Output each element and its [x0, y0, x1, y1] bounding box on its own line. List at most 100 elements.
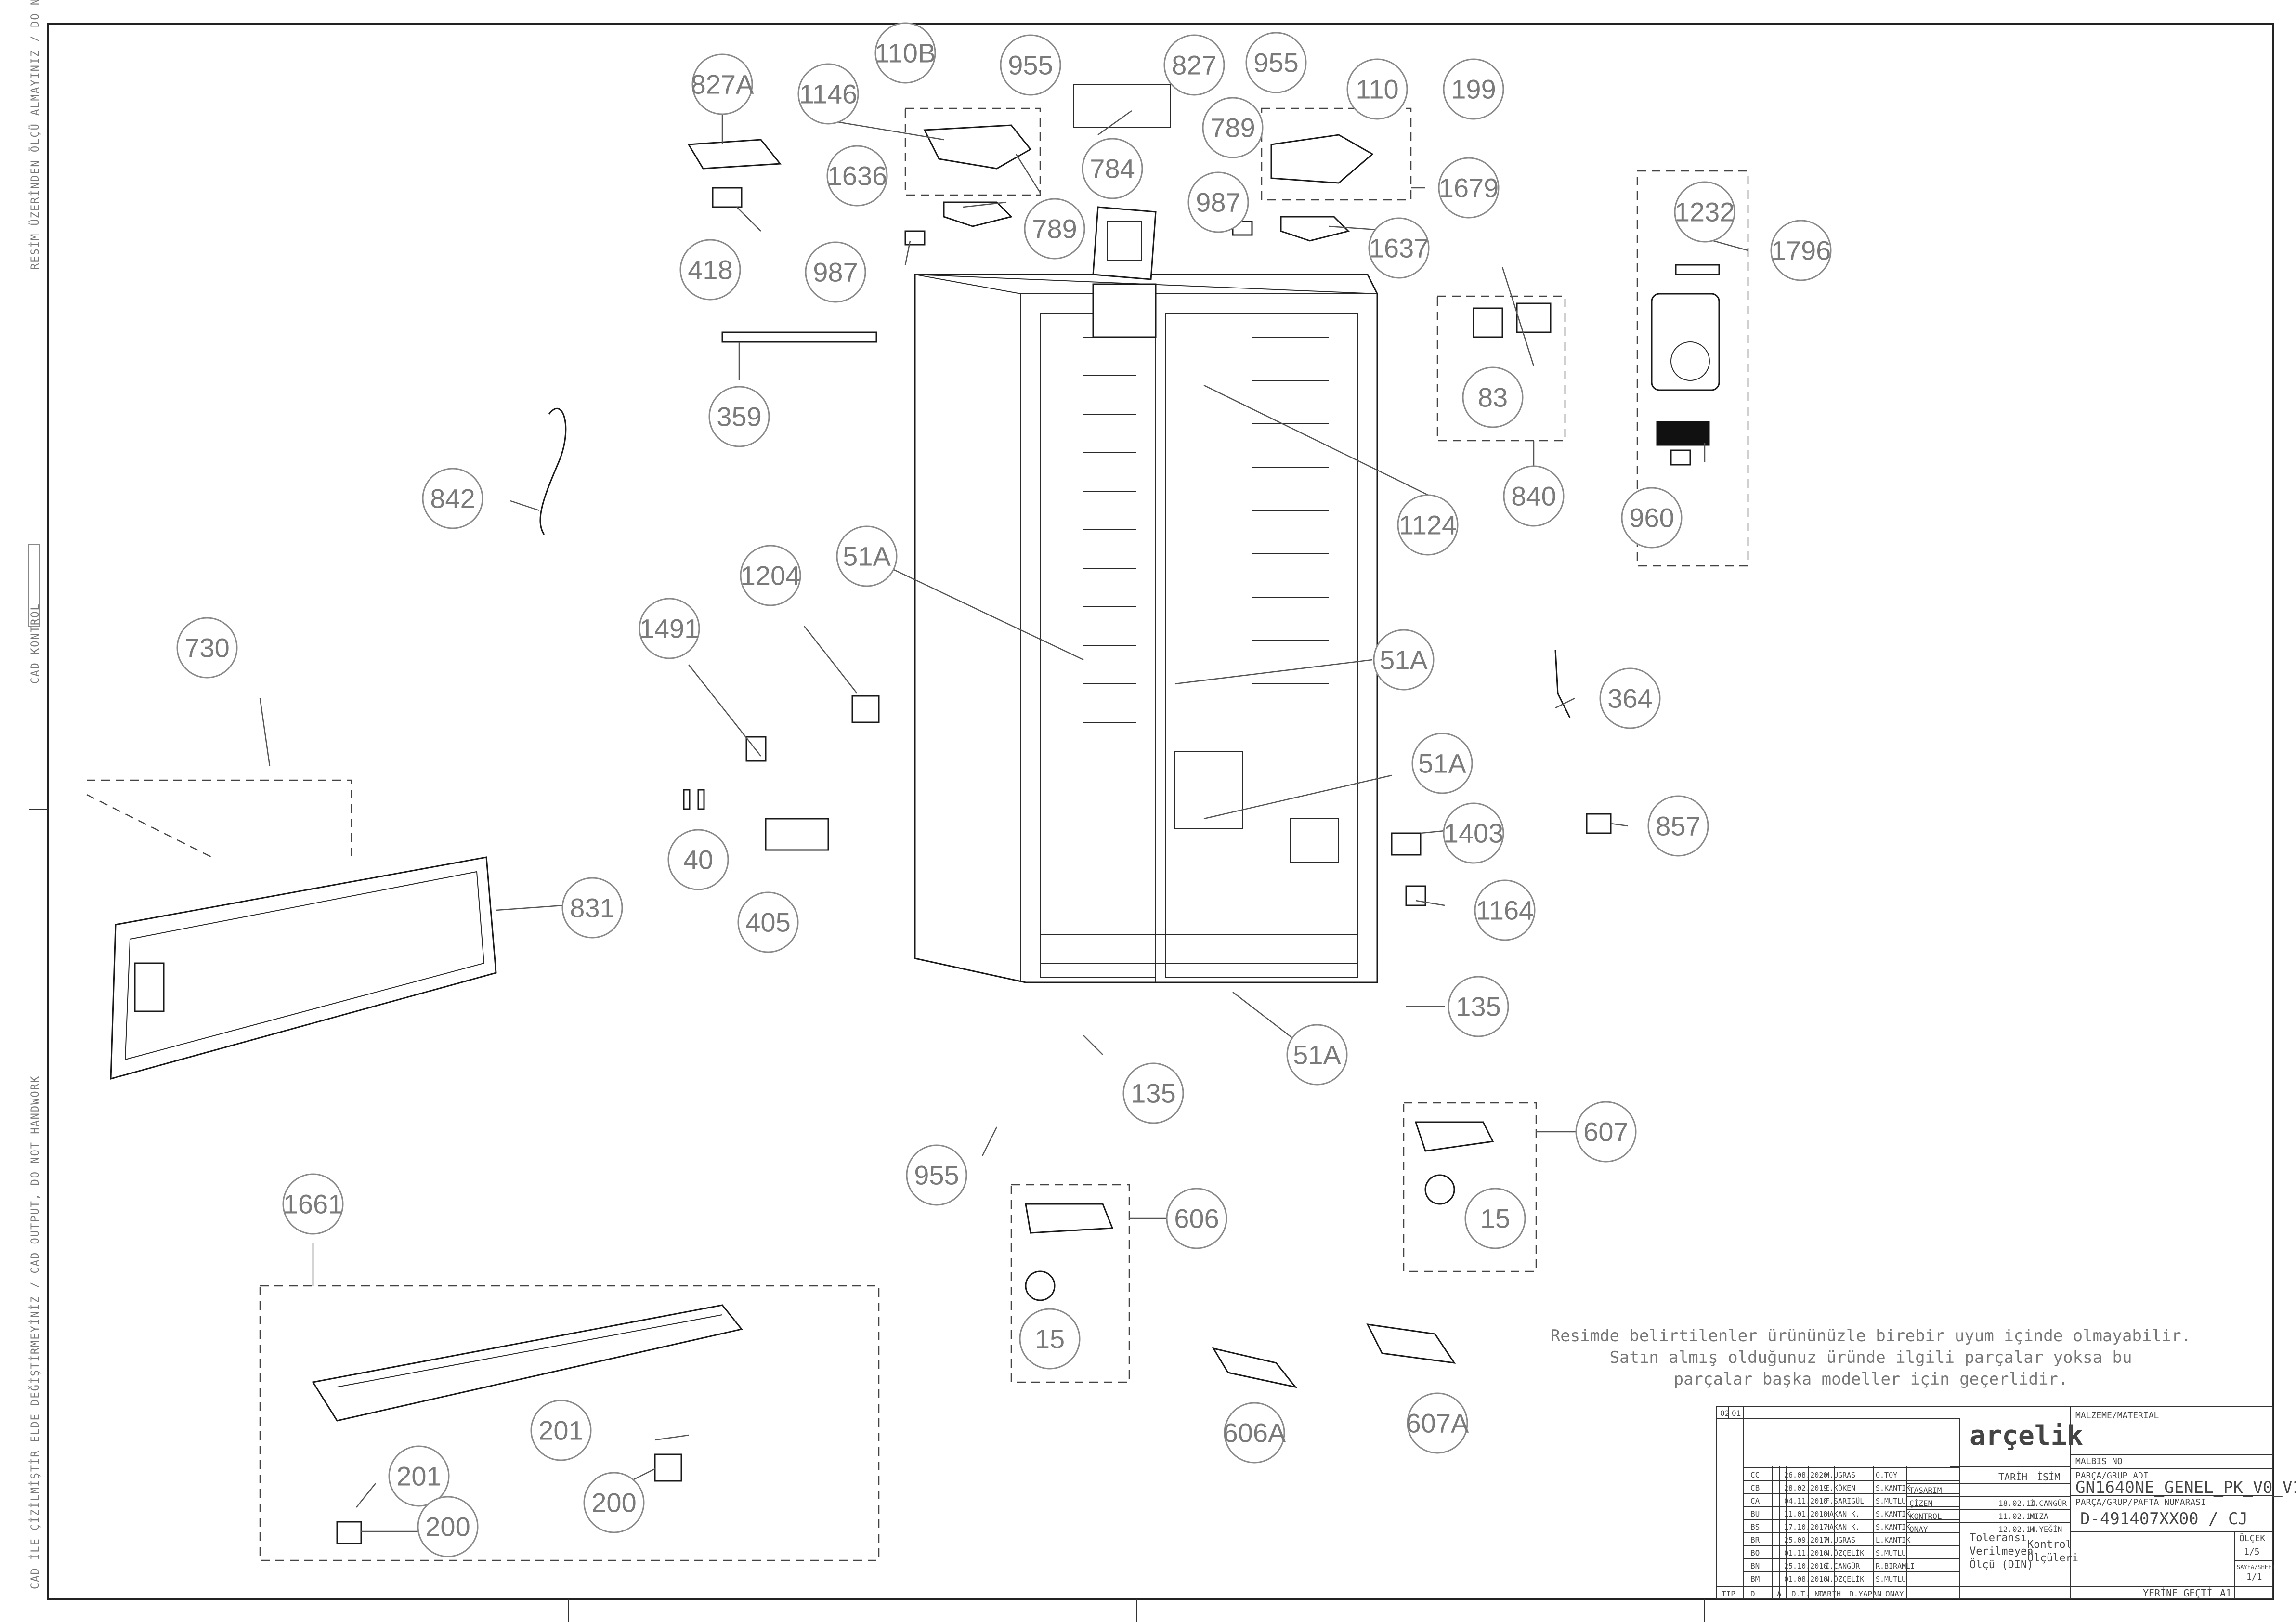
revision-approver: R.BIRAMLI: [1876, 1562, 1915, 1570]
callout-label: 607: [1583, 1117, 1628, 1147]
disclaimer-line-2: Satın almış olduğunuz üründe ilgili parç…: [1610, 1348, 2132, 1367]
revision-code: BR: [1750, 1535, 1760, 1544]
callout-circle: [1245, 32, 1307, 93]
disclaimer-line-3: parçalar başka modeller için geçerlidir.: [1674, 1370, 2068, 1389]
callout-circle: [1224, 1402, 1285, 1464]
callout-987: 987: [805, 241, 866, 303]
callout-label: 607A: [1406, 1408, 1469, 1439]
revision-date: 04.11.2018: [1784, 1497, 1827, 1505]
small-cover-827A: [687, 139, 782, 208]
callout-circle: [906, 1144, 967, 1206]
top-cell-1: 02: [1720, 1409, 1729, 1418]
callout-51a: 51A: [836, 525, 898, 587]
callout-label: 1403: [1444, 818, 1504, 849]
revision-author: İ.CANGÜR: [1825, 1561, 1860, 1570]
cable-842: [539, 407, 567, 535]
callout-label: 51A: [1418, 748, 1466, 779]
revision-author: HAKAN K.: [1825, 1510, 1860, 1518]
callout-label: 135: [1456, 992, 1500, 1022]
revision-header-cell: D: [1750, 1589, 1755, 1598]
callout-842: 842: [422, 468, 483, 529]
callout-circle: [691, 53, 753, 115]
revision-approver: S.MUTLU: [1876, 1497, 1906, 1505]
sign-role: ONAY: [1909, 1525, 1928, 1534]
callout-label: 200: [591, 1488, 636, 1518]
revision-date: 11.01.2018: [1784, 1510, 1827, 1518]
callout-label: 51A: [1380, 645, 1428, 675]
revision-header-cell: D.T. NO: [1791, 1589, 1824, 1598]
callout-1146: 1146: [797, 63, 859, 125]
revision-date: 01.11.2016: [1784, 1549, 1827, 1557]
callout-200: 200: [417, 1496, 479, 1557]
callout-circle: [282, 1173, 344, 1235]
callout-607: 607: [1575, 1101, 1637, 1163]
callout-circle: [176, 617, 238, 679]
callout-110: 110: [1346, 58, 1408, 120]
revision-code: BN: [1750, 1561, 1760, 1570]
malbis-label: MALBIS NO: [2075, 1456, 2123, 1466]
callout-label: 110: [1356, 74, 1398, 105]
top-cover-left: [904, 107, 1041, 196]
callout-circle: [1647, 795, 1709, 857]
callout-label: 960: [1629, 503, 1674, 533]
callout-730: 730: [176, 617, 238, 679]
top-cell-2: 01: [1732, 1409, 1741, 1418]
revision-code: BU: [1750, 1509, 1760, 1518]
callout-955: 955: [1245, 32, 1307, 93]
callout-label: 606A: [1223, 1418, 1286, 1448]
revision-header-cell: TIP: [1722, 1589, 1735, 1598]
callout-label: 1491: [639, 614, 700, 644]
sign-date: 12.02.14: [1998, 1525, 2035, 1534]
callout-201: 201: [388, 1445, 450, 1507]
revision-author: N.ÖZÇELİK: [1825, 1574, 1864, 1583]
callout-label: 1204: [741, 561, 801, 591]
part-group-1661: [259, 1285, 880, 1561]
callout-circle: [530, 1400, 592, 1461]
callout-1164: 1164: [1474, 879, 1536, 941]
disclaimer: Resimde belirtilenler ürününüzle birebir…: [1551, 1326, 2192, 1389]
strip-359: [721, 331, 877, 343]
hinge-606A: [1212, 1347, 1297, 1388]
revision-date: 28.02.2019: [1784, 1484, 1827, 1492]
callout-label: 40: [683, 845, 713, 875]
callout-364: 364: [1599, 667, 1661, 729]
callout-circle: [1346, 58, 1408, 120]
callout-784: 784: [1082, 138, 1143, 199]
hinge-plates: [904, 201, 1350, 246]
callout-199: 199: [1443, 58, 1504, 120]
revision-header-cell: ONAY: [1885, 1589, 1904, 1598]
revision-code: CC: [1750, 1470, 1760, 1479]
callout-label: 840: [1511, 481, 1556, 511]
callout-840: 840: [1503, 465, 1565, 527]
callout-label: 789: [1210, 113, 1255, 143]
callout-606a: 606A: [1223, 1402, 1286, 1464]
callout-label: 418: [688, 255, 732, 285]
sign-header-name: İSİM: [2037, 1471, 2060, 1483]
revision-code: CB: [1750, 1483, 1760, 1492]
callout-label: 987: [813, 257, 858, 288]
callout-label: 789: [1032, 214, 1077, 244]
callout-607a: 607A: [1406, 1392, 1469, 1454]
callout-label: 955: [1008, 50, 1053, 80]
callout-circle: [1163, 34, 1225, 96]
callout-label: 1636: [827, 161, 887, 191]
callout-circle: [1024, 198, 1085, 260]
callout-circle: [1286, 1024, 1348, 1086]
revision-author: F.SARIGÜL: [1825, 1496, 1864, 1505]
callout-circle: [1474, 879, 1536, 941]
revision-author: M.UGRAS: [1825, 1471, 1855, 1479]
revision-header-cell: A: [1777, 1589, 1782, 1598]
revision-header-cell: TARİH: [1818, 1589, 1841, 1598]
sheet-size: A1: [2220, 1587, 2231, 1599]
callout-circle: [1443, 58, 1504, 120]
callout-circle: [1019, 1308, 1081, 1370]
callout-1403: 1403: [1443, 802, 1504, 864]
tolerance-line-2: Verilmeyen: [1970, 1545, 2033, 1557]
callout-circle: [1443, 802, 1504, 864]
callout-1491: 1491: [639, 598, 700, 659]
back-panel-831: [86, 779, 497, 1080]
revision-approver: S.KANTIK: [1876, 1484, 1910, 1492]
callout-circle: [1770, 220, 1832, 281]
